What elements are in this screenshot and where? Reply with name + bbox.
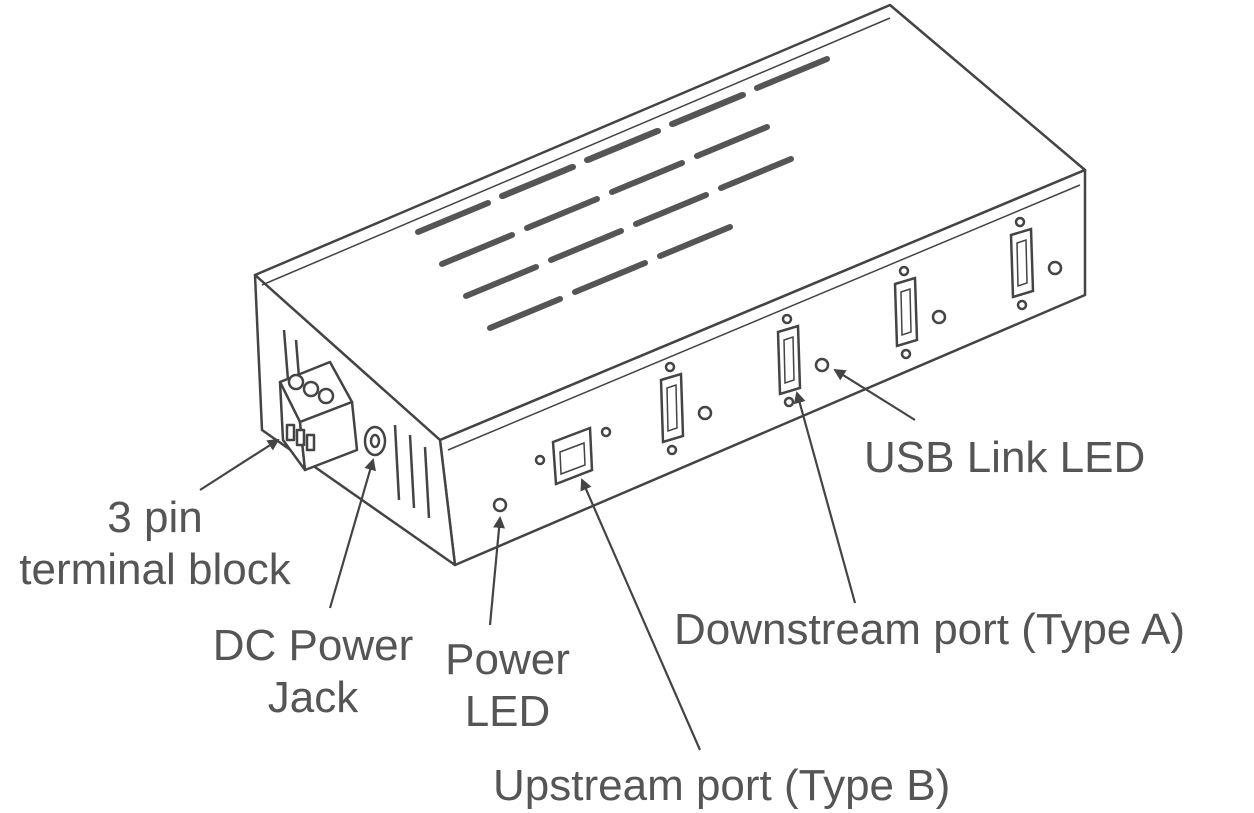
terminal-block [278, 360, 359, 472]
dc-power-jack-label-line1: DC Power [212, 621, 414, 670]
usb-link-led-arrow [833, 368, 916, 421]
vent-slot [609, 160, 685, 195]
vent-slot [657, 224, 733, 259]
terminal-pin [295, 428, 306, 447]
vent-slot [754, 56, 830, 91]
terminal-screw [302, 380, 320, 398]
port-screw [781, 313, 793, 325]
terminal-pin [285, 423, 296, 442]
dc-power-jack-label-line2: Jack [267, 673, 359, 722]
downstream-port-arrow [793, 391, 857, 604]
upstream-port-label: Upstream port (Type B) [493, 761, 951, 810]
downstream-port-label: Downstream port (Type A) [674, 605, 1186, 654]
vent-slot [572, 260, 648, 295]
port-screw [783, 396, 795, 408]
end-vent-slot [423, 446, 431, 519]
downstream-port [659, 361, 713, 456]
vent-slot [694, 124, 770, 159]
power-led-label-line2: LED [464, 687, 551, 736]
usb-link-led [1047, 260, 1063, 276]
upstream-port [534, 426, 612, 486]
downstream-port [893, 265, 947, 360]
downstream-ports [659, 216, 1063, 456]
terminal-screw [287, 373, 305, 391]
vent-slot [524, 196, 600, 231]
terminal-block-arrow [199, 438, 280, 491]
usb-link-led [697, 405, 713, 421]
port-screw [664, 361, 676, 373]
terminal-block-label: 3 pin terminal block [0, 492, 310, 596]
vent-slot [633, 192, 709, 227]
top-vent-slots [415, 56, 830, 331]
usb-link-led [814, 357, 830, 373]
port-screw [1014, 216, 1026, 228]
dc-power-jack [363, 425, 387, 457]
vent-slot [487, 296, 563, 331]
end-vent-slot [408, 434, 416, 509]
power-led-arrow [488, 516, 506, 626]
upstream-port-arrow [580, 478, 702, 751]
usb-link-led [931, 309, 947, 325]
power-led-label: Power LED [430, 634, 585, 738]
hub-top-rim [261, 17, 891, 286]
power-led [492, 497, 508, 513]
leader-lines [199, 368, 916, 751]
dc-power-jack-label: DC Power Jack [198, 620, 428, 724]
vent-slot [584, 128, 660, 163]
vent-slot [548, 228, 624, 263]
end-vent-slot [393, 424, 401, 501]
vent-slot [499, 164, 575, 199]
dc-power-jack-arrow [328, 458, 376, 609]
end-vent-slot [282, 329, 290, 381]
vent-slot [669, 92, 745, 127]
downstream-port [776, 313, 830, 408]
terminal-block-label-line1: 3 pin [107, 493, 203, 542]
usb-link-led-label: USB Link LED [864, 433, 1146, 482]
vent-slot [463, 264, 539, 299]
vent-slot [415, 200, 491, 235]
terminal-pin [305, 433, 316, 452]
vent-slot [439, 232, 515, 267]
vent-slot [718, 156, 794, 191]
port-screw [898, 265, 910, 277]
port-screw [900, 348, 912, 360]
terminal-screw [317, 387, 335, 405]
downstream-port [1009, 216, 1063, 311]
power-led-label-line1: Power [445, 635, 570, 684]
port-screw [666, 444, 678, 456]
terminal-block-label-line2: terminal block [19, 545, 291, 594]
hub-front-rim [447, 184, 1081, 451]
port-screw [1016, 299, 1028, 311]
